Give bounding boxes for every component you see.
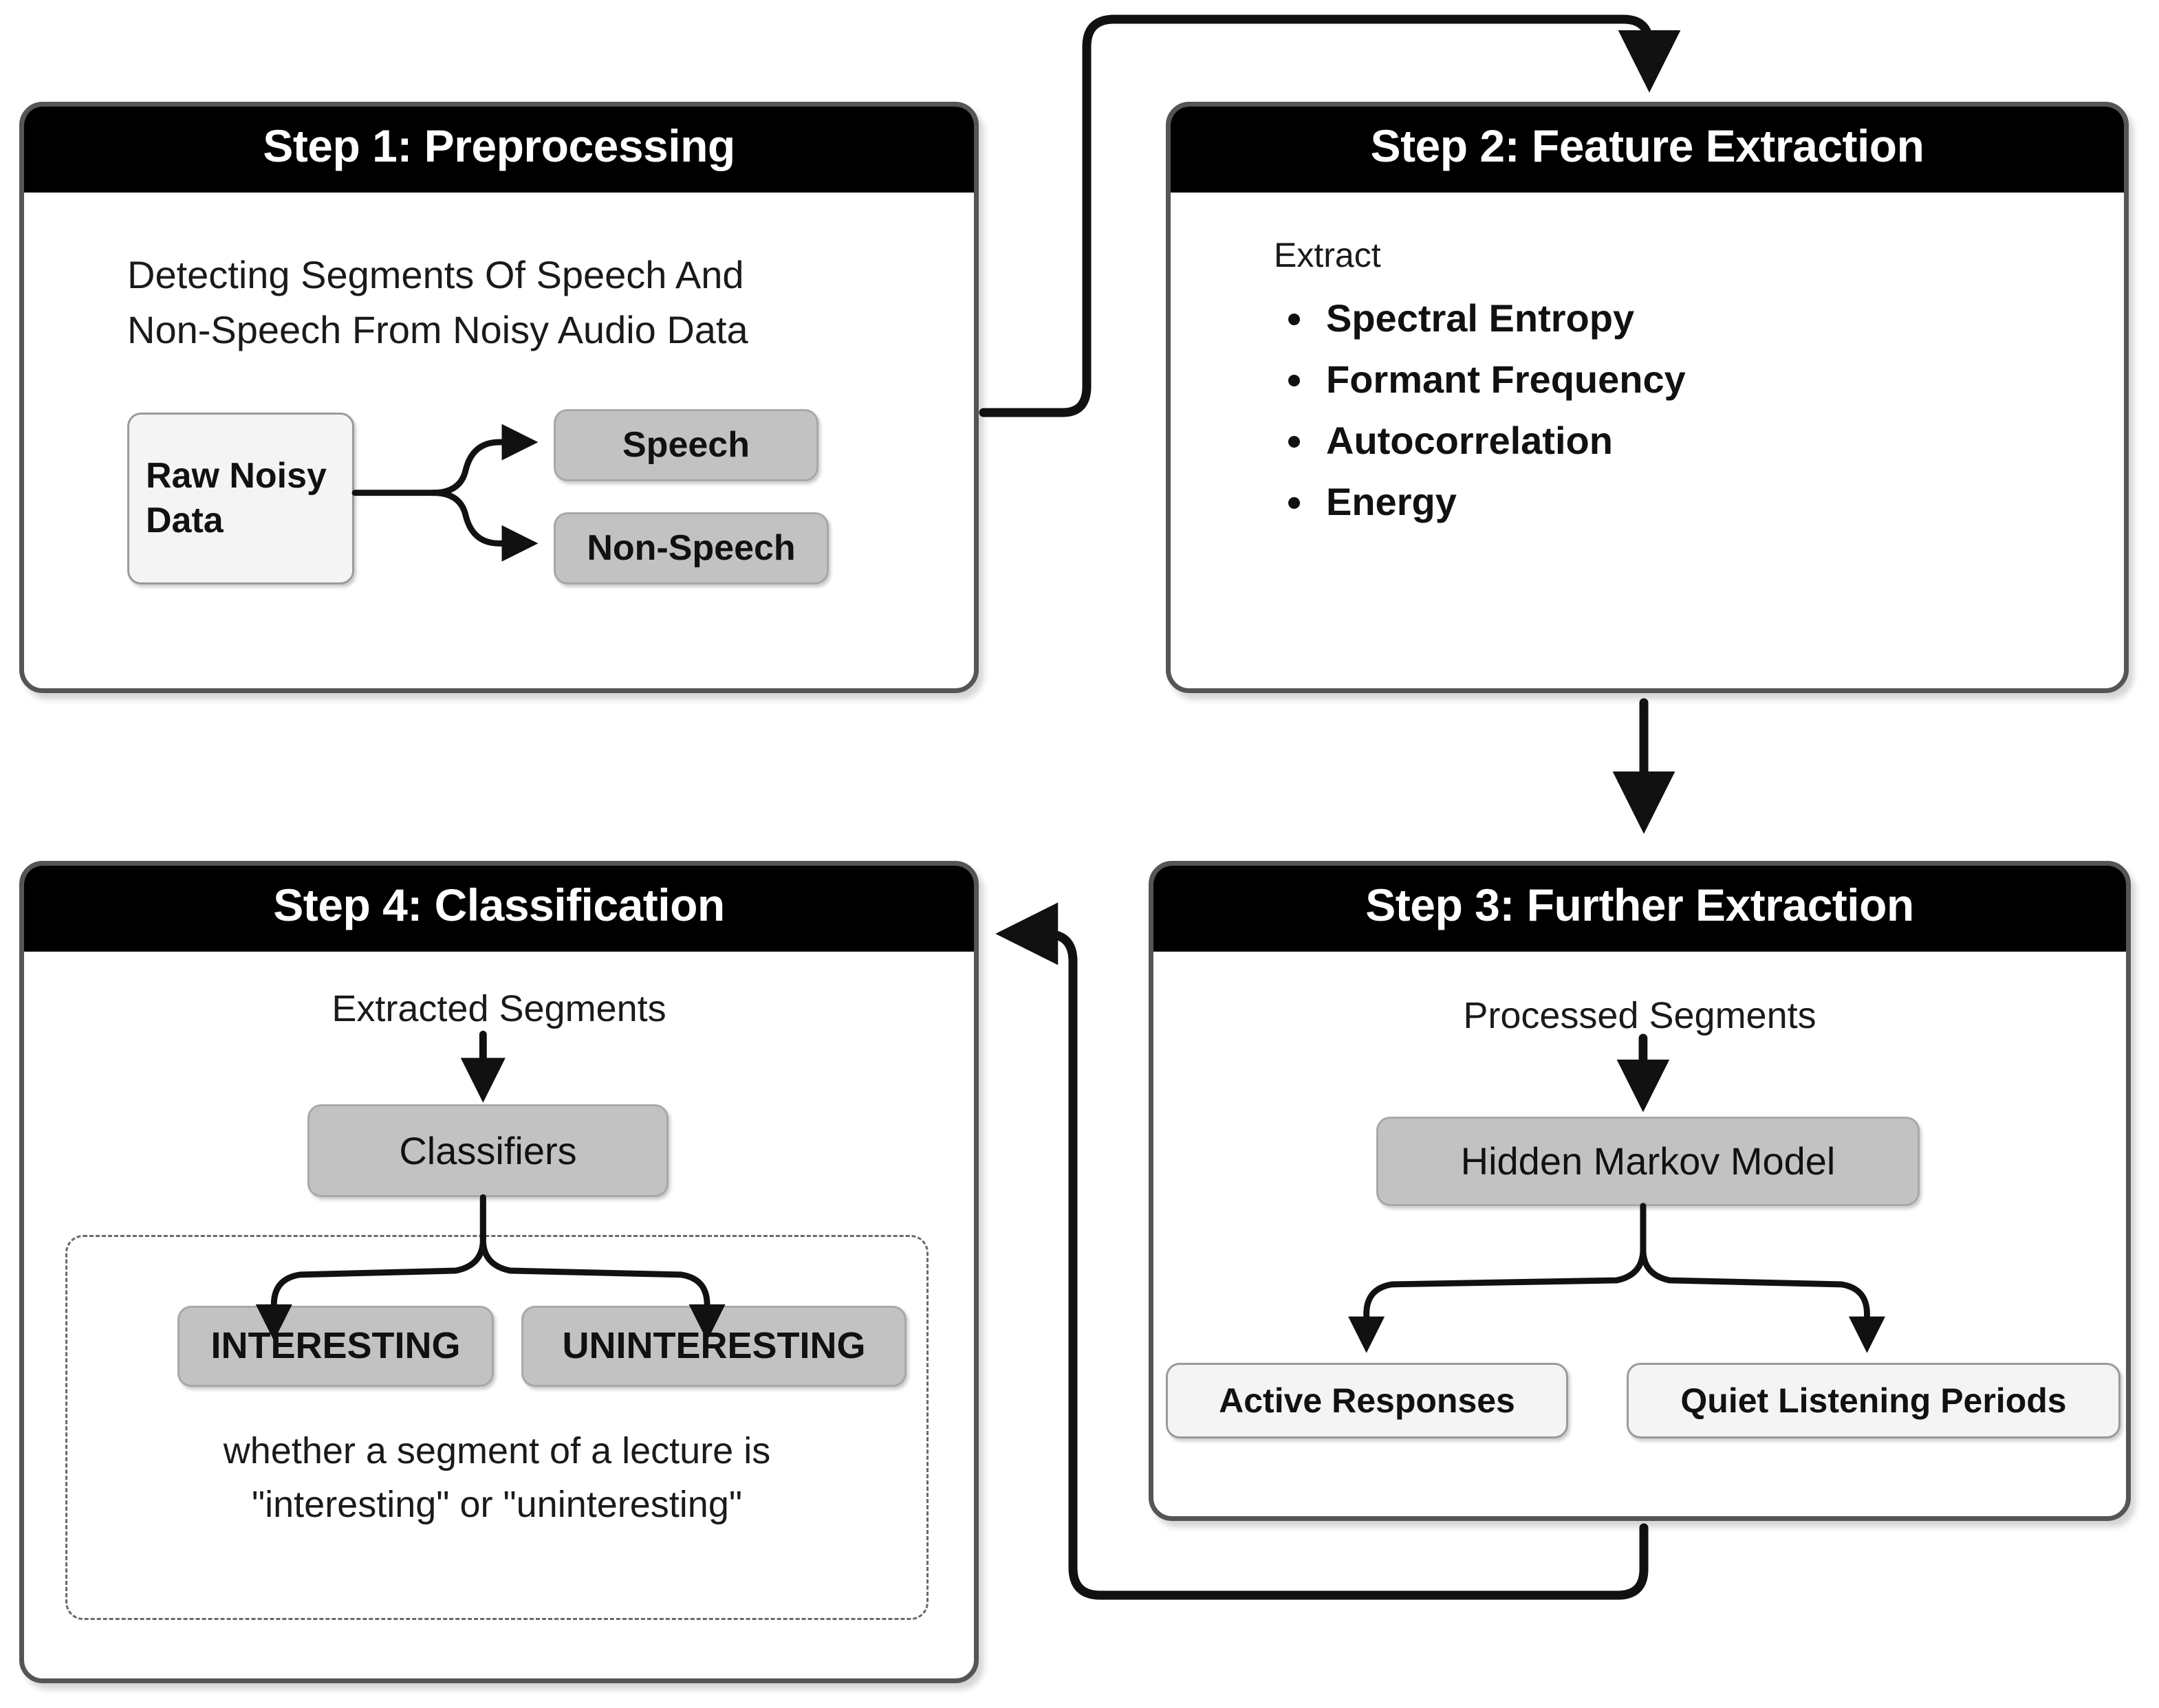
list-item: Formant Frequency xyxy=(1316,357,1686,402)
panel-step-1-header: Step 1: Preprocessing xyxy=(24,107,974,193)
step-1-description: Detecting Segments Of Speech And Non-Spe… xyxy=(127,248,904,357)
panel-step-4-header: Step 4: Classification xyxy=(24,866,974,952)
step-4-outcome-group: INTERESTING UNINTERESTING whether a segm… xyxy=(65,1235,929,1620)
list-item: Spectral Entropy xyxy=(1316,296,1686,340)
step-2-feature-list: Spectral Entropy Formant Frequency Autoc… xyxy=(1274,296,1686,540)
step-4-note: whether a segment of a lecture is "inter… xyxy=(67,1424,926,1532)
node-interesting: INTERESTING xyxy=(177,1306,494,1387)
step-3-caption: Processed Segments xyxy=(1463,995,1816,1036)
step-1-description-line-1: Detecting Segments Of Speech And xyxy=(127,253,744,296)
list-item: Autocorrelation xyxy=(1316,418,1686,463)
panel-step-1-body: Detecting Segments Of Speech And Non-Spe… xyxy=(24,193,974,688)
node-active-responses: Active Responses xyxy=(1166,1363,1568,1438)
panel-step-1-preprocessing: Step 1: Preprocessing Detecting Segments… xyxy=(19,102,979,693)
node-hidden-markov-model: Hidden Markov Model xyxy=(1376,1117,1920,1206)
node-raw-noisy-data-line-1: Raw Noisy xyxy=(146,456,327,496)
node-quiet-listening-periods: Quiet Listening Periods xyxy=(1627,1363,2120,1438)
panel-step-2-header: Step 2: Feature Extraction xyxy=(1171,107,2124,193)
list-item: Energy xyxy=(1316,479,1686,524)
panel-step-3-body: Processed Segments Hidden Markov Model A… xyxy=(1153,952,2126,1516)
node-uninteresting: UNINTERESTING xyxy=(521,1306,907,1387)
node-speech: Speech xyxy=(554,409,818,481)
node-raw-noisy-data: Raw Noisy Data xyxy=(127,413,354,584)
step-4-note-line-1: whether a segment of a lecture is xyxy=(223,1430,771,1471)
node-non-speech: Non-Speech xyxy=(554,512,829,584)
step-2-lead-label: Extract xyxy=(1274,236,1381,274)
step-4-note-line-2: "interesting" or "uninteresting" xyxy=(251,1484,743,1526)
step-1-description-line-2: Non-Speech From Noisy Audio Data xyxy=(127,307,748,351)
step-4-caption: Extracted Segments xyxy=(332,988,666,1029)
panel-step-4-body: Extracted Segments Classifiers INTERESTI… xyxy=(24,952,974,1678)
panel-step-3-header: Step 3: Further Extraction xyxy=(1153,866,2126,952)
panel-step-3-further-extraction: Step 3: Further Extraction Processed Seg… xyxy=(1149,861,2131,1521)
panel-step-4-classification: Step 4: Classification Extracted Segment… xyxy=(19,861,979,1683)
node-raw-noisy-data-line-2: Data xyxy=(146,501,224,540)
node-classifiers: Classifiers xyxy=(307,1104,669,1197)
panel-step-2-body: Extract Spectral Entropy Formant Frequen… xyxy=(1171,193,2124,688)
panel-step-2-feature-extraction: Step 2: Feature Extraction Extract Spect… xyxy=(1166,102,2129,693)
